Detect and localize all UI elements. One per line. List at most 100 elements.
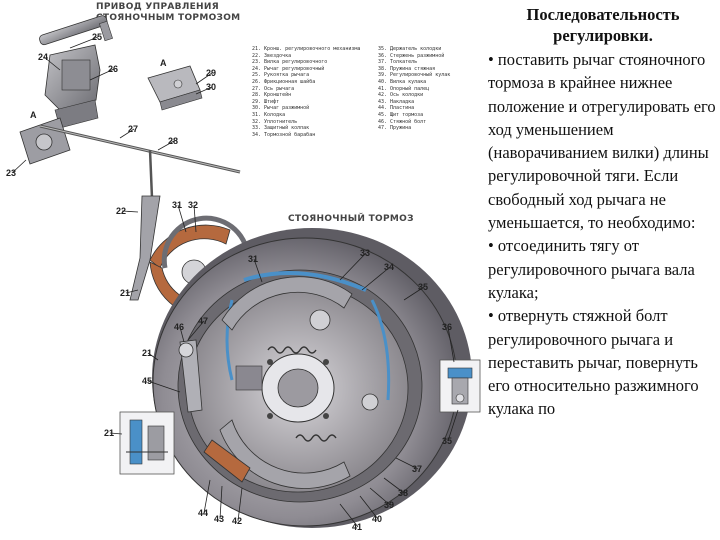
callout-number: 36 [442,322,452,332]
callout-number: 35 [418,282,428,292]
callout-leader-line [383,477,405,494]
legend-entry: 33. Защитный колпак [252,125,310,132]
callout-leader-line [361,266,391,291]
callout-leader-line [447,409,459,442]
legend-entry: 38. Пружина стяжная [378,65,436,72]
callout-leader-line [403,286,425,301]
legend-entry: 22. Звездочка [252,52,292,59]
callout-number: 46 [174,322,184,332]
diagram-header-mid: СТОЯНОЧНЫЙ ТОРМОЗ [288,214,414,224]
callout-number: 47 [198,316,208,326]
detail-inset-right [439,359,481,413]
adjustment-text-panel: Последовательность регулировки. • постав… [488,4,718,421]
callout-leader-line [195,86,213,95]
legend-entry: 36. Стержень разжимной [378,52,445,59]
brake-lever-linkage [178,339,203,413]
callout-number: 32 [188,200,198,210]
callout-number: 28 [168,136,178,146]
callout-number: 30 [206,82,216,92]
diagram-illustration: А А 252426293023272822313221333435313647… [6,15,481,532]
legend-entry: 46. Стяжной болт [378,118,427,125]
legend-entry: 30. Рычаг разжимной [252,105,310,112]
legend-entry: 34. Тормозной барабан [252,131,316,138]
legend-entry: 37. Толкатель [378,59,418,66]
legend-entry: 24. Рычаг регулировочный [252,65,325,72]
callout-leader-line [147,352,159,361]
callout-number: 33 [360,248,370,258]
parking-lever-assembly [19,15,241,301]
callout-leader-line [395,457,419,470]
view-label-a: А [160,58,167,68]
callout-number: 21 [120,288,130,298]
callout-leader-line [157,140,175,151]
callout-number: 27 [128,124,138,134]
callout-number: 21 [104,428,114,438]
legend-entry: 40. Вилка кулака [378,78,427,85]
callout-leader-line [121,210,139,213]
legend-entry: 44. Пластина [378,105,415,112]
callout-number: 35 [442,436,452,446]
callout-leader-line [369,487,391,506]
step-3: • отвернуть стяжной болт регулировочного… [488,306,699,419]
step-1: • поставить рычаг стояночного тормоза в … [488,50,716,233]
callout-leader-line [177,204,187,233]
callout-leader-line [339,503,359,528]
callout-leader-line [219,485,223,520]
callout-number: 43 [214,514,224,524]
callout-number: 40 [372,514,382,524]
callout-number: 29 [206,68,216,78]
legend-entry: 35. Держатель колодки [378,46,442,52]
callout-number: 38 [398,488,408,498]
callout-number: 41 [352,522,362,532]
diagram-header-top: ПРИВОД УПРАВЛЕНИЯ СТОЯНОЧНЫМ ТОРМОЗОМ [96,2,241,23]
detail-inset-left [119,411,175,475]
callout-number: 44 [198,508,208,518]
callout-leader-line [179,326,185,343]
callout-leader-line [11,159,27,174]
callout-number: 37 [412,464,422,474]
callout-leader-line [187,320,205,341]
callout-leader-line [69,36,99,49]
callout-number: 34 [384,262,394,272]
callout-leader-line [125,289,139,294]
brake-drum [152,228,472,528]
legend-entry: 43. Накладка [378,98,415,105]
callout-number: 21 [142,348,152,358]
legend-entry: 28. Кронштейн [252,92,292,99]
legend-entry: 27. Ось рычага [252,85,295,92]
parking-brake-diagram: ПРИВОД УПРАВЛЕНИЯ СТОЯНОЧНЫМ ТОРМОЗОМ СТ… [6,2,481,532]
callout-number: 24 [38,52,48,62]
callout-leader-line [89,68,115,81]
callout-leader-line [339,252,367,281]
callout-number: 45 [142,376,152,386]
step-2: • отсоединить тягу от регулировочного ры… [488,236,695,302]
callout-leader-line [119,128,135,139]
view-label-a-2: А [30,110,37,120]
callout-number: 42 [232,516,242,526]
callout-leader-line [147,380,181,393]
callout-number: 26 [108,64,118,74]
legend-entry: 25. Рукоятка рычага [252,72,310,79]
callout-number: 31 [248,254,258,264]
callout-leader-line [193,204,197,233]
legend-entry: 32. Уплотнитель [252,118,298,125]
callout-number: 31 [172,200,182,210]
callout-number: 39 [384,500,394,510]
legend-entry: 29. Штифт [252,98,280,105]
legend-entry: 31. Колодка [252,111,286,118]
legend-entry: 26. Фрикционная шайба [252,78,316,85]
callout-leader-line [203,479,211,514]
legend-entry: 21. Кронш. регулировочного механизма [252,46,361,52]
callout-leader-line [109,432,123,435]
legend-entry: 45. Щит тормоза [378,111,424,118]
panel-title: Последовательность регулировки. [526,5,680,45]
legend-entry: 42. Ось колодки [378,92,424,99]
legend-entry: 47. Пружина [378,125,412,132]
callout-number: 22 [116,206,126,216]
callout-leader-line [43,56,61,71]
callout-leader-line [359,495,379,520]
legend-entry: 23. Вилка регулировочного [252,59,328,66]
